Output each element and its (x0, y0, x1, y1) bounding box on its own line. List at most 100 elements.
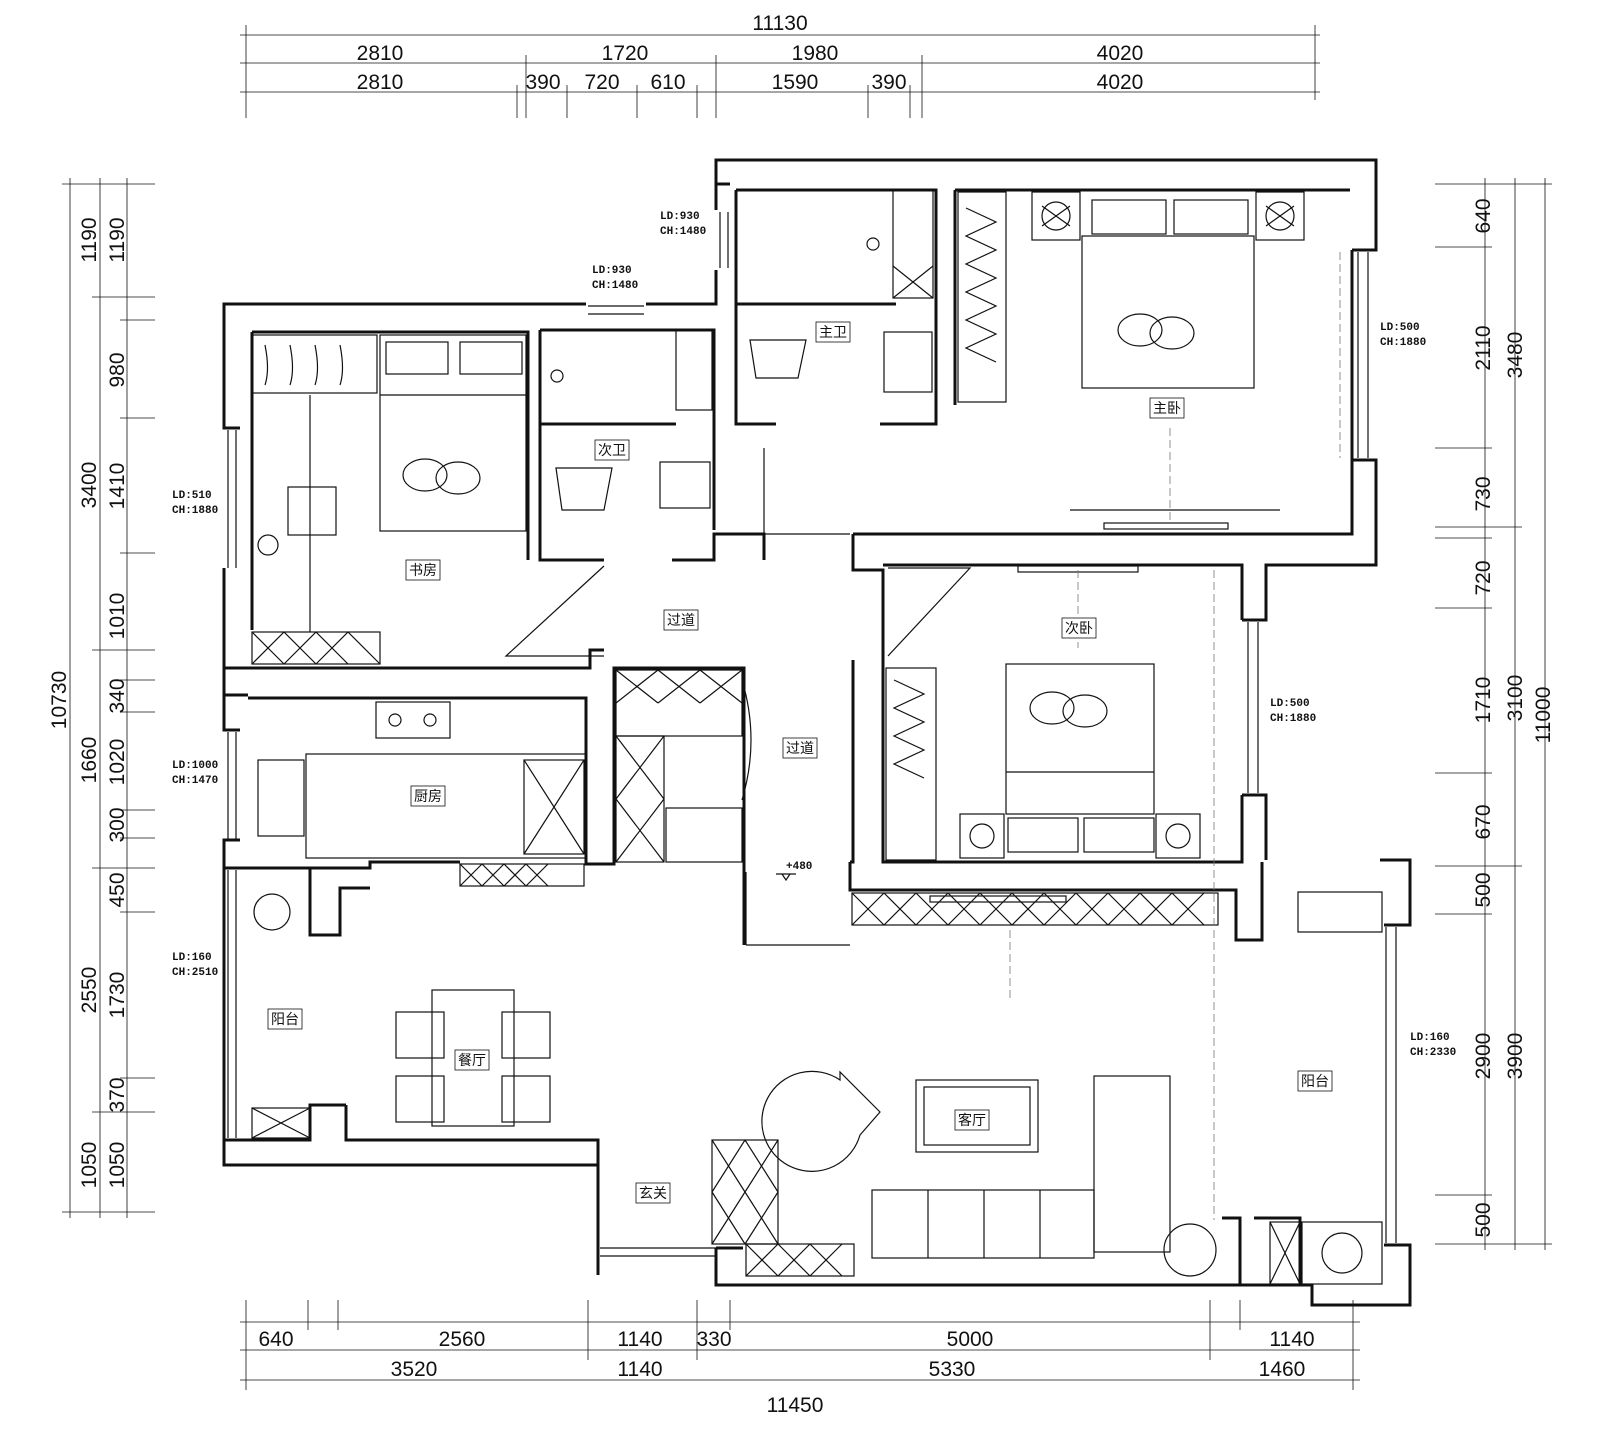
room-label-second-bedroom: 次卧 (1065, 621, 1093, 637)
top-row2-dim: 4020 (1097, 71, 1144, 94)
top-row1-dim: 2810 (357, 42, 404, 65)
window-note-ch: CH:1470 (172, 775, 218, 787)
bottom-dimensions (240, 1300, 1360, 1390)
top-row1-dim: 4020 (1097, 42, 1144, 65)
top-row2-dim: 390 (871, 71, 906, 94)
top-row2-dim: 1590 (772, 71, 819, 94)
left-dimensions (62, 178, 155, 1218)
room-label-box (782, 737, 818, 759)
top-dimensions (240, 25, 1320, 118)
guide-lines (1009, 252, 1341, 1220)
room-label-box (405, 559, 441, 581)
bottom-row1-dim: 1140 (617, 1328, 662, 1351)
window-note-ld: LD:510 (172, 490, 212, 502)
right-outer-dim: 3900 (1504, 1033, 1527, 1080)
bottom-row2-dim: 1140 (617, 1358, 662, 1381)
room-label-box (954, 1109, 990, 1131)
left-inner-dim: 1020 (106, 739, 129, 786)
right-inner-dim: 730 (1472, 476, 1495, 511)
left-inner-dim: 1410 (106, 463, 129, 510)
window-note-ld: LD:160 (1410, 1032, 1450, 1044)
right-inner-dim: 500 (1472, 1202, 1495, 1237)
room-label-corridor: 过道 (667, 613, 695, 629)
left-inner-dim: 300 (106, 807, 129, 842)
top-row2-dim: 720 (584, 71, 619, 94)
room-label-box (267, 1008, 303, 1030)
room-label-box (815, 321, 851, 343)
room-label-box (663, 609, 699, 631)
right-dimensions (1435, 178, 1552, 1250)
top-row2-dim: 390 (525, 71, 560, 94)
top-total-dim: 11130 (752, 12, 807, 35)
right-inner-dim: 500 (1472, 872, 1495, 907)
bottom-row1-dim: 1140 (1269, 1328, 1314, 1351)
window-note-ch: CH:1480 (660, 226, 706, 238)
left-inner-dim: 370 (106, 1077, 129, 1112)
right-inner-dim: 1710 (1472, 677, 1495, 724)
window-note-ch: CH:2510 (172, 967, 218, 979)
left-outer-dim: 3400 (78, 462, 101, 509)
room-label-box (454, 1049, 490, 1071)
left-inner-dim: 980 (106, 352, 129, 387)
room-label-balcony: 阳台 (1301, 1074, 1329, 1090)
room-label-box (1061, 617, 1097, 639)
room-label-box (1297, 1070, 1333, 1092)
window-note-ld: LD:160 (172, 952, 212, 964)
bottom-row2-dim: 3520 (391, 1358, 438, 1381)
window-lines (227, 212, 1397, 1257)
window-note-ld: LD:500 (1380, 322, 1420, 334)
bottom-row2-dim: 1460 (1259, 1358, 1306, 1381)
right-inner-dim: 640 (1472, 198, 1495, 233)
room-label-box (1149, 397, 1185, 419)
room-label-box (594, 439, 630, 461)
room-label-balcony: 阳台 (271, 1012, 299, 1028)
room-label-dining: 餐厅 (458, 1053, 486, 1069)
doors (504, 448, 972, 946)
room-label-box (635, 1182, 671, 1204)
room-label-entrance: 玄关 (639, 1185, 667, 1202)
left-outer-dim: 2550 (78, 967, 101, 1014)
left-total-dim: 10730 (48, 671, 71, 729)
room-label-living: 客厅 (958, 1112, 986, 1129)
right-inner-dim: 670 (1472, 804, 1495, 839)
furniture (251, 189, 1383, 1285)
left-outer-dim: 1190 (78, 217, 101, 262)
window-note-ch: CH:1880 (1380, 337, 1426, 349)
interior-walls (224, 188, 1354, 1285)
left-outer-dim: 1050 (78, 1142, 101, 1189)
top-row2-dim: 2810 (357, 71, 404, 94)
window-note-ch: CH:2330 (1410, 1047, 1456, 1059)
window-note-ld: LD:1000 (172, 760, 218, 772)
left-inner-dim: 1050 (106, 1142, 129, 1189)
bottom-row1-dim: 5000 (947, 1328, 994, 1351)
right-inner-dim: 720 (1472, 560, 1495, 595)
level-mark: +480 (786, 861, 812, 873)
bottom-row1-dim: 330 (696, 1328, 731, 1351)
room-label-master-bedroom: 主卧 (1153, 401, 1181, 417)
right-outer-dim: 3480 (1504, 332, 1527, 379)
level-mark-symbol (776, 873, 796, 882)
right-total-dim: 11000 (1532, 687, 1555, 744)
right-outer-dim: 3100 (1504, 675, 1527, 722)
window-note-ch: CH:1880 (1270, 713, 1316, 725)
left-inner-dim: 450 (106, 872, 129, 907)
left-inner-dim: 1010 (106, 593, 129, 640)
window-note-ld: LD:930 (592, 265, 632, 277)
room-label-study: 书房 (409, 563, 437, 579)
window-note-ch: CH:1480 (592, 280, 638, 292)
bottom-row2-dim: 5330 (929, 1358, 976, 1381)
top-row2-dim: 610 (650, 71, 685, 94)
right-inner-dim: 2900 (1472, 1033, 1495, 1080)
window-note-ld: LD:500 (1270, 698, 1310, 710)
left-inner-dim: 340 (106, 678, 129, 713)
room-label-corridor: 过道 (786, 741, 814, 757)
room-label-second-bath: 次卫 (598, 443, 626, 459)
room-label-master-bath: 主卫 (819, 325, 847, 341)
window-note-ch: CH:1880 (172, 505, 218, 517)
bottom-row1-dim: 640 (258, 1328, 293, 1351)
top-row1-dim: 1980 (792, 42, 839, 65)
window-note-ld: LD:930 (660, 211, 700, 223)
bottom-total-dim: 11450 (767, 1394, 824, 1417)
top-row1-dim: 1720 (602, 42, 649, 65)
